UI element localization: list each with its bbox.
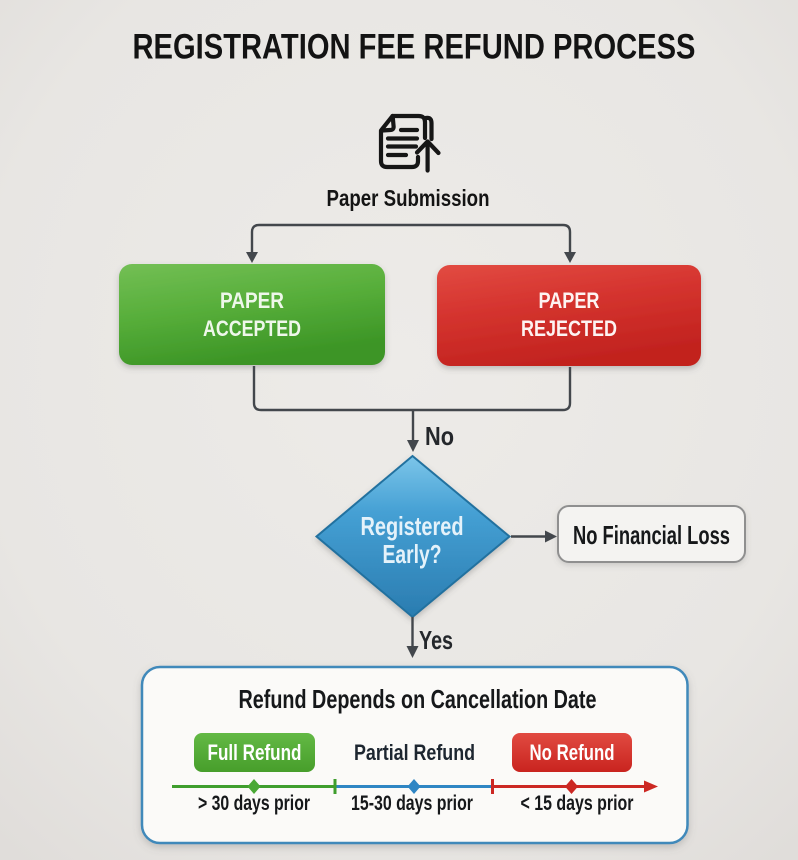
svg-text:Partial Refund: Partial Refund [354,740,475,765]
svg-text:ACCEPTED: ACCEPTED [203,316,301,341]
svg-text:< 15 days prior: < 15 days prior [521,792,634,815]
svg-text:No Refund: No Refund [530,740,615,765]
svg-text:15-30 days prior: 15-30 days prior [351,792,473,815]
svg-text:Yes: Yes [419,625,453,655]
svg-text:PAPER: PAPER [220,288,284,313]
svg-text:> 30 days prior: > 30 days prior [198,792,310,815]
svg-text:PAPER: PAPER [539,288,600,313]
svg-text:Full Refund: Full Refund [208,740,302,765]
svg-text:REGISTRATION FEE REFUND PROCES: REGISTRATION FEE REFUND PROCESS [133,28,696,67]
svg-text:No: No [425,421,454,451]
svg-text:REJECTED: REJECTED [521,316,617,341]
svg-text:Refund Depends on Cancellation: Refund Depends on Cancellation Date [239,684,597,714]
svg-text:No Financial Loss: No Financial Loss [573,520,730,550]
svg-text:Paper Submission: Paper Submission [327,185,490,211]
svg-text:Registered: Registered [361,511,464,541]
svg-text:Early?: Early? [383,539,442,569]
